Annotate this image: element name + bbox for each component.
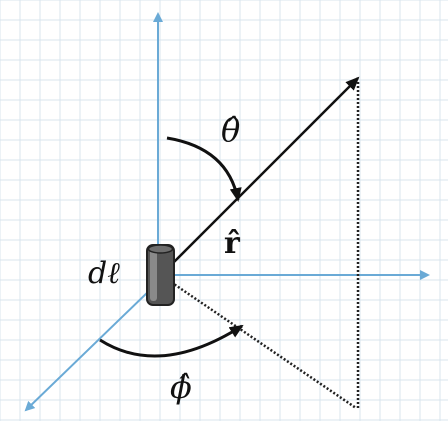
theta-arc xyxy=(166,136,242,202)
theta-hat-label: θ̂ xyxy=(221,111,240,149)
r-vector xyxy=(167,76,360,269)
x-axis xyxy=(24,289,151,412)
phi-hat-label: ϕ̂ xyxy=(170,368,192,406)
dl-label: dℓ xyxy=(88,256,120,291)
current-element-cylinder xyxy=(146,244,175,306)
r-hat-label: r̂ xyxy=(224,226,241,261)
projection-ground-line xyxy=(167,278,357,410)
phi-arc xyxy=(99,324,244,358)
